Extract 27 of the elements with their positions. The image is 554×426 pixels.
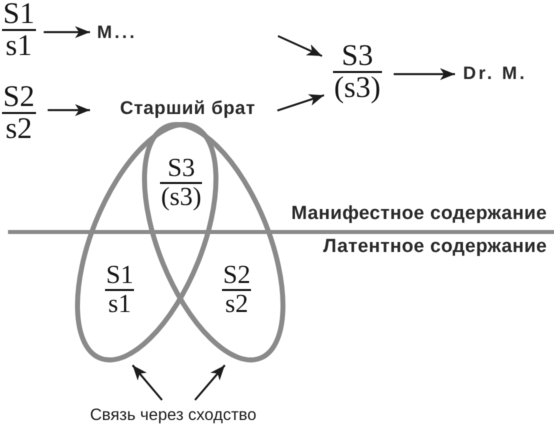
section-label: Латентное содержание bbox=[323, 236, 547, 258]
fraction-denominator: (s3) bbox=[333, 76, 382, 104]
node-label: Старший брат bbox=[120, 97, 256, 118]
section-label: Манифестное содержание bbox=[291, 203, 547, 225]
fraction-numerator: S3 bbox=[166, 158, 196, 179]
fraction-denominator: s1 bbox=[107, 294, 132, 318]
node-label: Dr. M. bbox=[463, 63, 528, 84]
arrow bbox=[132, 364, 163, 401]
arrow bbox=[278, 35, 322, 57]
fraction-denominator: s2 bbox=[4, 117, 34, 146]
arrow bbox=[48, 104, 90, 116]
fraction-denominator: (s3) bbox=[160, 186, 202, 212]
arrow bbox=[394, 68, 455, 80]
arrow bbox=[277, 94, 324, 112]
fraction-numerator: S1 bbox=[104, 264, 134, 286]
fraction-numerator: S1 bbox=[2, 2, 36, 26]
fraction-denominator: s2 bbox=[224, 294, 250, 318]
fraction-numerator: S3 bbox=[340, 44, 374, 68]
node-label: M... bbox=[97, 22, 137, 43]
ellipse-outline bbox=[75, 122, 219, 362]
caption-text: Связь через сходство bbox=[90, 406, 256, 425]
ellipse-outline bbox=[142, 122, 286, 362]
arrow bbox=[44, 26, 90, 38]
fraction-numerator: S2 bbox=[222, 264, 252, 286]
fraction-numerator: S2 bbox=[2, 85, 36, 109]
arrow bbox=[194, 364, 226, 401]
fraction-denominator: s1 bbox=[4, 34, 34, 62]
